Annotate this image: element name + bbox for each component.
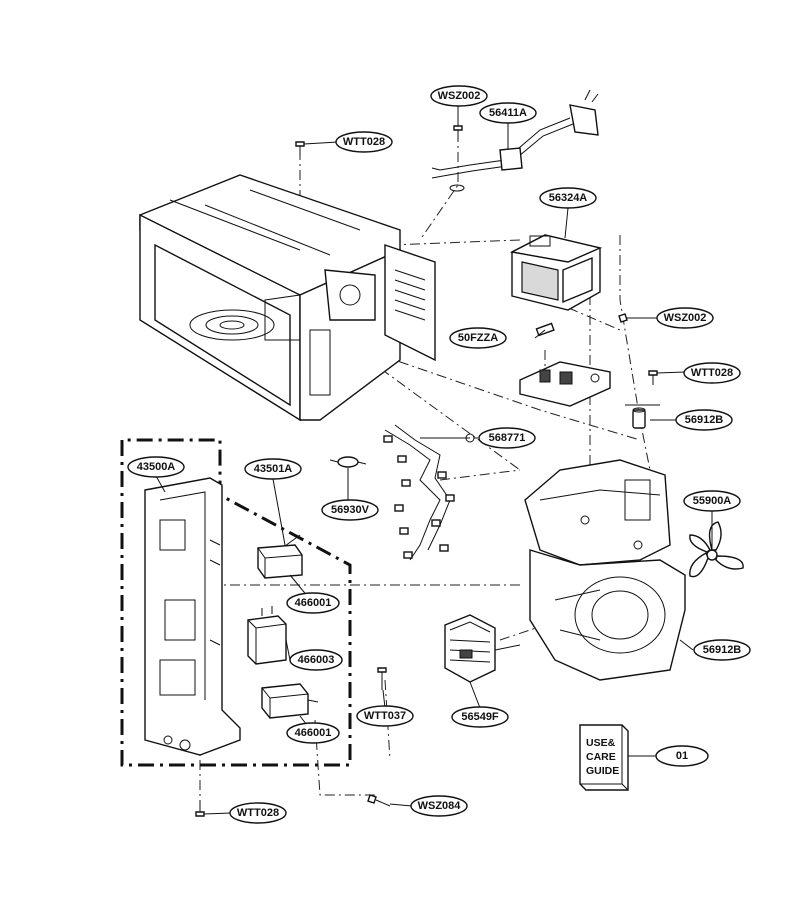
label-wtt037: WTT037 (356, 705, 414, 727)
svg-text:WTT037: WTT037 (364, 710, 406, 722)
label-55900a: 55900A (683, 490, 741, 512)
label-56912b-top: 56912B (675, 409, 733, 431)
label-568771: 568771 (478, 427, 536, 449)
label-43500a: 43500A (127, 456, 185, 478)
latch-bracket (144, 477, 241, 756)
svg-text:43501A: 43501A (254, 463, 293, 475)
svg-text:50FZZA: 50FZZA (458, 332, 498, 344)
label-wtt028-top: WTT028 (335, 131, 393, 153)
label-wtt028-bottom: WTT028 (229, 802, 287, 824)
use-and-care-guide: USE& CARE GUIDE (579, 724, 629, 791)
transformer (509, 234, 603, 311)
guide-line-3: GUIDE (586, 765, 619, 777)
label-wsz084: WSZ084 (410, 795, 468, 817)
label-wsz002-mid: WSZ002 (656, 307, 714, 329)
svg-text:WSZ084: WSZ084 (418, 800, 462, 812)
label-466001-b: 466001 (286, 722, 340, 744)
oven-cavity (139, 174, 436, 422)
leader-lines (155, 106, 713, 815)
control-bracket-enclosure (120, 438, 352, 767)
switch-466003 (247, 606, 287, 665)
svg-text:WSZ002: WSZ002 (664, 312, 707, 324)
label-wsz002-top: WSZ002 (430, 85, 488, 107)
circuit-board (519, 361, 611, 407)
label-56930v: 56930V (321, 499, 379, 521)
svg-text:56912B: 56912B (685, 414, 724, 426)
svg-text:56411A: 56411A (489, 107, 527, 119)
magnetron (444, 614, 521, 683)
label-wtt028-mid: WTT028 (683, 362, 741, 384)
svg-text:466001: 466001 (295, 597, 332, 609)
screws (195, 125, 658, 817)
svg-text:56549F: 56549F (461, 711, 499, 723)
switch-466001-bottom (261, 683, 319, 719)
label-43501a: 43501A (244, 458, 302, 480)
svg-text:466001: 466001 (295, 727, 332, 739)
label-56324a: 56324A (539, 187, 597, 209)
label-56549f: 56549F (451, 706, 509, 728)
fuse (535, 322, 555, 337)
fan-blade (689, 521, 744, 578)
svg-text:56912B: 56912B (703, 644, 742, 656)
svg-text:568771: 568771 (489, 432, 526, 444)
thermostat-top (625, 404, 660, 429)
svg-text:01: 01 (676, 750, 688, 762)
svg-text:56930V: 56930V (331, 504, 370, 516)
thermal-cutout (329, 456, 367, 468)
label-56912b-bottom: 56912B (693, 639, 751, 661)
label-01: 01 (655, 745, 709, 767)
label-466001-a: 466001 (286, 592, 340, 614)
label-466003: 466003 (289, 649, 343, 671)
svg-text:55900A: 55900A (693, 495, 732, 507)
svg-text:WSZ002: WSZ002 (438, 90, 481, 102)
label-50fzza: 50FZZA (449, 327, 507, 349)
svg-text:466003: 466003 (298, 654, 335, 666)
svg-text:WTT028: WTT028 (691, 367, 733, 379)
power-cord (431, 89, 599, 192)
guide-line-2: CARE (586, 751, 616, 763)
svg-text:43500A: 43500A (137, 461, 176, 473)
guide-line-1: USE& (586, 737, 616, 749)
svg-text:WTT028: WTT028 (343, 136, 385, 148)
part-labels: WSZ002 56411A WTT028 56324A WSZ002 50FZZ… (127, 85, 751, 824)
svg-text:WTT028: WTT028 (237, 807, 279, 819)
label-56411a: 56411A (479, 102, 537, 124)
switch-466001-top (257, 534, 303, 579)
svg-text:56324A: 56324A (549, 192, 588, 204)
wire-harness (383, 424, 475, 561)
fan-duct-assembly (524, 459, 686, 681)
